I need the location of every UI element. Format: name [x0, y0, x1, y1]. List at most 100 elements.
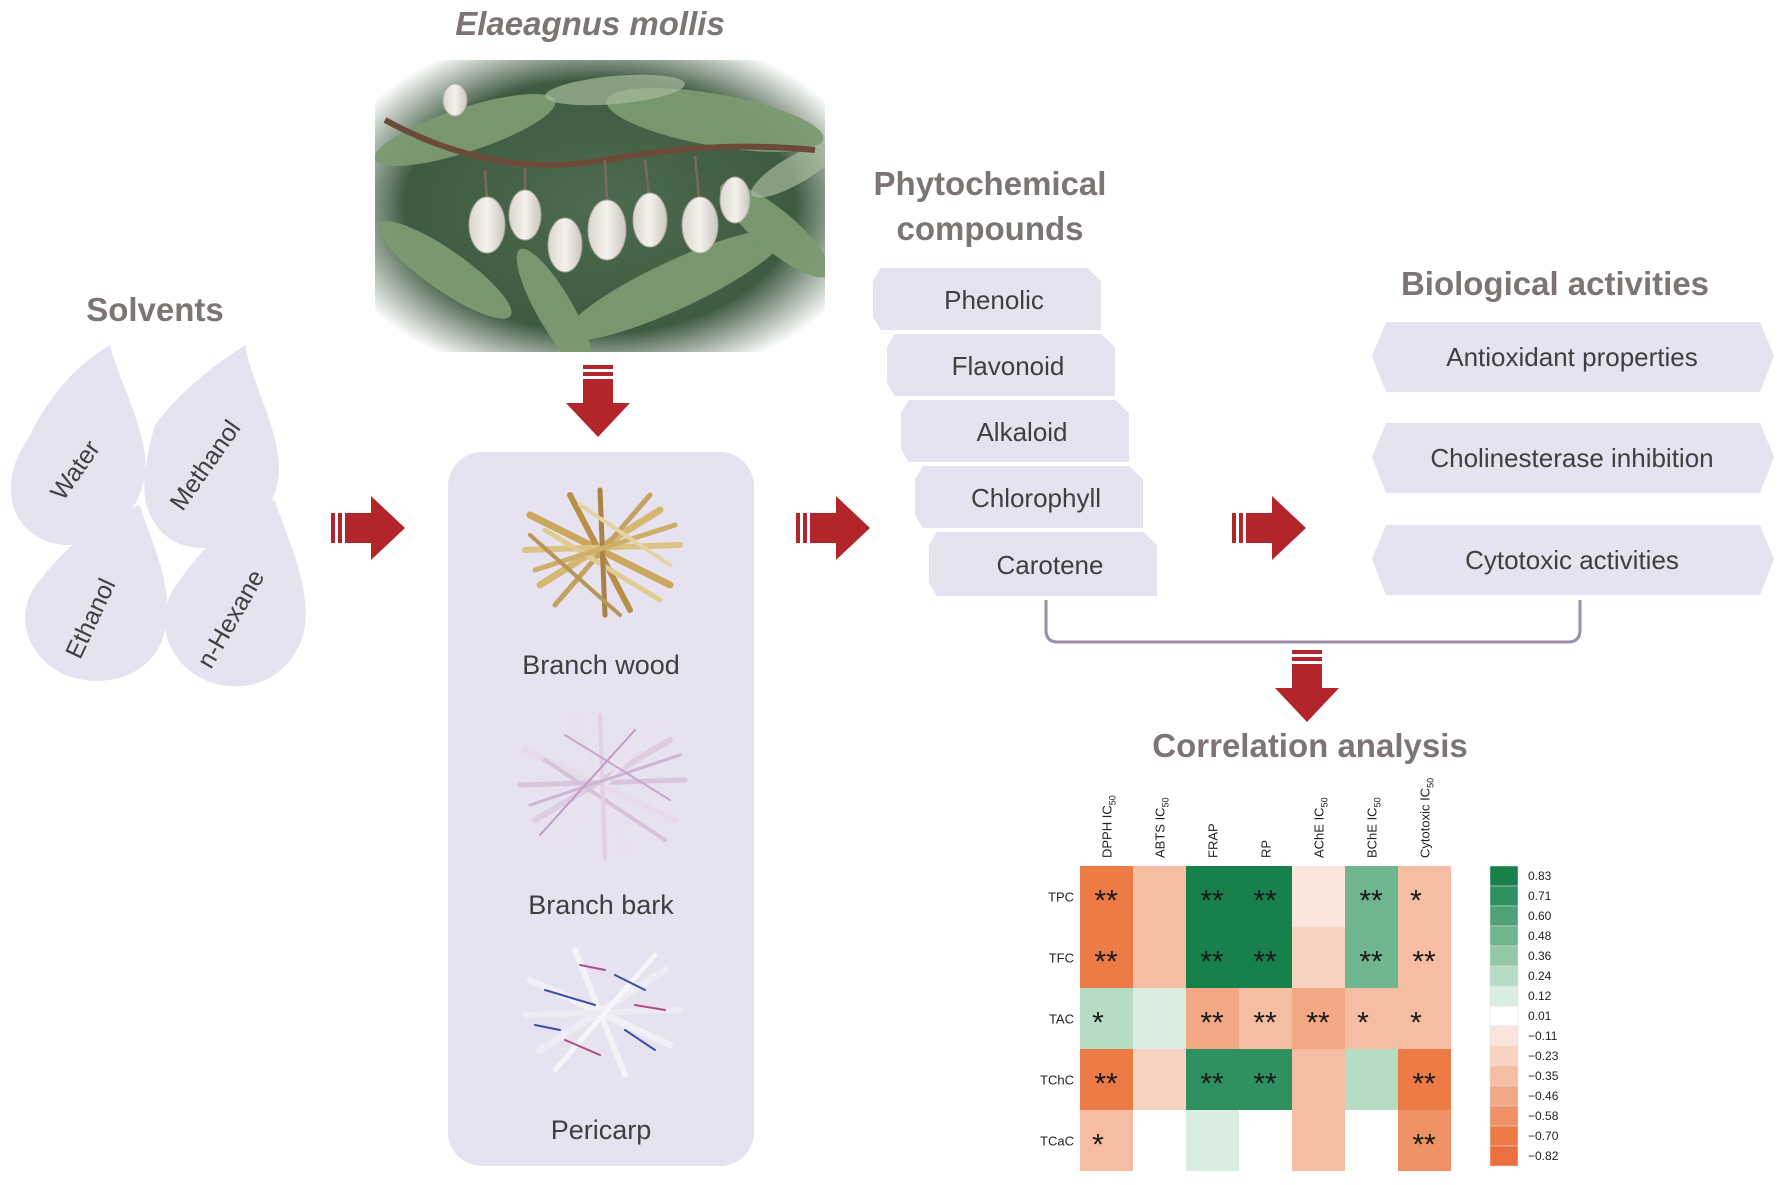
compound-tab-chlorophyll: [913, 464, 1145, 530]
legend-label: 0.71: [1528, 889, 1552, 903]
heatmap-cell: [1133, 988, 1186, 1049]
legend-swatch: [1489, 1085, 1519, 1107]
heatmap-significance-mark: *: [1357, 1007, 1369, 1040]
heatmap-cell: [1239, 988, 1292, 1049]
heatmap-cell: [1239, 866, 1292, 927]
heatmap-column-label: BChE IC50: [1365, 797, 1383, 858]
legend-label: −0.11: [1528, 1029, 1558, 1043]
heatmap-cell: [1345, 988, 1398, 1049]
heatmap-cell: [1239, 927, 1292, 988]
legend-swatch: [1489, 905, 1519, 927]
heatmap-cell: [1292, 866, 1345, 927]
branch-wood-image: [522, 487, 683, 618]
heatmap-row-label: TCaC: [1040, 1134, 1074, 1149]
heatmap-cell: [1398, 927, 1451, 988]
solvent-drops: Water Methanol Ethanol n-Hexane: [10, 345, 306, 687]
heatmap-significance-mark: **: [1253, 946, 1277, 979]
heatmap-significance-mark: **: [1094, 885, 1118, 918]
plant-part-label-pericarp: Pericarp: [550, 1115, 652, 1145]
heatmap-significance-mark: *: [1092, 1129, 1104, 1162]
legend-label: 0.12: [1528, 989, 1552, 1003]
heatmap-cell: [1345, 866, 1398, 927]
solvent-drop-methanol: [144, 345, 279, 549]
heatmap-significance-mark: **: [1412, 1068, 1436, 1101]
heatmap-cell: [1292, 988, 1345, 1049]
heatmap-row-label: TChC: [1040, 1073, 1074, 1088]
solvent-drop-ethanol: [25, 505, 168, 681]
heatmap-significance-mark: **: [1200, 946, 1224, 979]
legend-label: 0.83: [1528, 869, 1552, 883]
heatmap-significance-mark: **: [1253, 885, 1277, 918]
legend-label: −0.46: [1528, 1089, 1559, 1103]
heatmap-significance-mark: **: [1094, 1068, 1118, 1101]
compound-label-chlorophyll: Chlorophyll: [971, 483, 1101, 513]
biological-title: Biological activities: [1400, 265, 1710, 302]
heatmap-row-label: TFC: [1049, 951, 1074, 966]
legend-swatch: [1489, 1105, 1519, 1127]
heatmap-cell: [1080, 988, 1133, 1049]
legend-swatch: [1489, 1025, 1519, 1047]
heatmap-cell: [1186, 927, 1239, 988]
compound-tab-carotene: [927, 530, 1159, 598]
bracket-connector: [1044, 600, 1582, 644]
heatmap-cell: [1080, 866, 1133, 927]
heatmap-cell: [1239, 1049, 1292, 1110]
legend-label: −0.23: [1528, 1049, 1559, 1063]
heatmap-column-label: AChE IC50: [1312, 797, 1330, 858]
legend-swatch: [1489, 1005, 1519, 1027]
heatmap-column-label: RP: [1259, 840, 1274, 858]
phytochemical-title: Phytochemical compounds: [840, 162, 1140, 251]
legend-swatch: [1489, 965, 1519, 987]
solvents-title: Solvents: [86, 291, 224, 328]
plant-photo: [375, 60, 825, 352]
heatmap-significance-mark: **: [1359, 946, 1383, 979]
heatmap-cell: [1080, 1049, 1133, 1110]
compound-tab-alkaloid: [899, 398, 1131, 464]
heatmap-significance-mark: *: [1092, 1007, 1104, 1040]
legend-label: −0.70: [1528, 1129, 1559, 1143]
legend-label: 0.24: [1528, 969, 1552, 983]
legend-label: 0.01: [1528, 1009, 1552, 1023]
legend-label: −0.58: [1528, 1109, 1559, 1123]
arrow-solvents-to-parts: [331, 496, 405, 560]
solvent-drop-n-hexane: [164, 500, 306, 687]
heatmap-cell: [1133, 927, 1186, 988]
legend-swatch: [1489, 925, 1519, 947]
legend-swatch: [1489, 945, 1519, 967]
legend-swatch: [1489, 885, 1519, 907]
arrow-photo-to-parts: [566, 365, 630, 437]
phytochemical-title-line2: compounds: [896, 209, 1084, 247]
heatmap-cell: [1133, 866, 1186, 927]
activity-label-cytotoxic: Cytotoxic activities: [1465, 545, 1679, 575]
pericarp-image: [522, 947, 683, 1078]
heatmap-cell: [1133, 1049, 1186, 1110]
heatmap-cell: [1080, 1110, 1133, 1171]
heatmap-cell: [1186, 866, 1239, 927]
heatmap-cell: [1133, 1110, 1186, 1171]
heatmap-column-label: FRAP: [1206, 823, 1221, 858]
activity-box-cytotoxic: [1372, 525, 1774, 595]
heatmap-cell: [1345, 1110, 1398, 1171]
legend-swatch: [1489, 1145, 1519, 1167]
activity-label-antioxidant: Antioxidant properties: [1446, 342, 1697, 372]
heatmap-cell: [1080, 927, 1133, 988]
heatmap-row-label: TAC: [1049, 1012, 1074, 1027]
heatmap-significance-mark: **: [1200, 885, 1224, 918]
correlation-title: Correlation analysis: [1152, 727, 1468, 764]
heatmap-column-label: Cytotoxic IC50: [1418, 778, 1436, 858]
activity-label-cholinesterase: Cholinesterase inhibition: [1430, 443, 1713, 473]
heatmap-cell: [1292, 1110, 1345, 1171]
legend-label: 0.60: [1528, 909, 1552, 923]
heatmap-cell: [1345, 1049, 1398, 1110]
heatmap-significance-mark: **: [1412, 1129, 1436, 1162]
legend-label: 0.36: [1528, 949, 1552, 963]
activity-box-cholinesterase: [1372, 423, 1774, 493]
legend-swatch: [1489, 985, 1519, 1007]
heatmap-cell: [1186, 1110, 1239, 1171]
legend-label: 0.48: [1528, 929, 1552, 943]
branch-bark-image: [517, 713, 688, 860]
heatmap-significance-mark: *: [1410, 885, 1422, 918]
heatmap-significance-mark: *: [1410, 1007, 1422, 1040]
